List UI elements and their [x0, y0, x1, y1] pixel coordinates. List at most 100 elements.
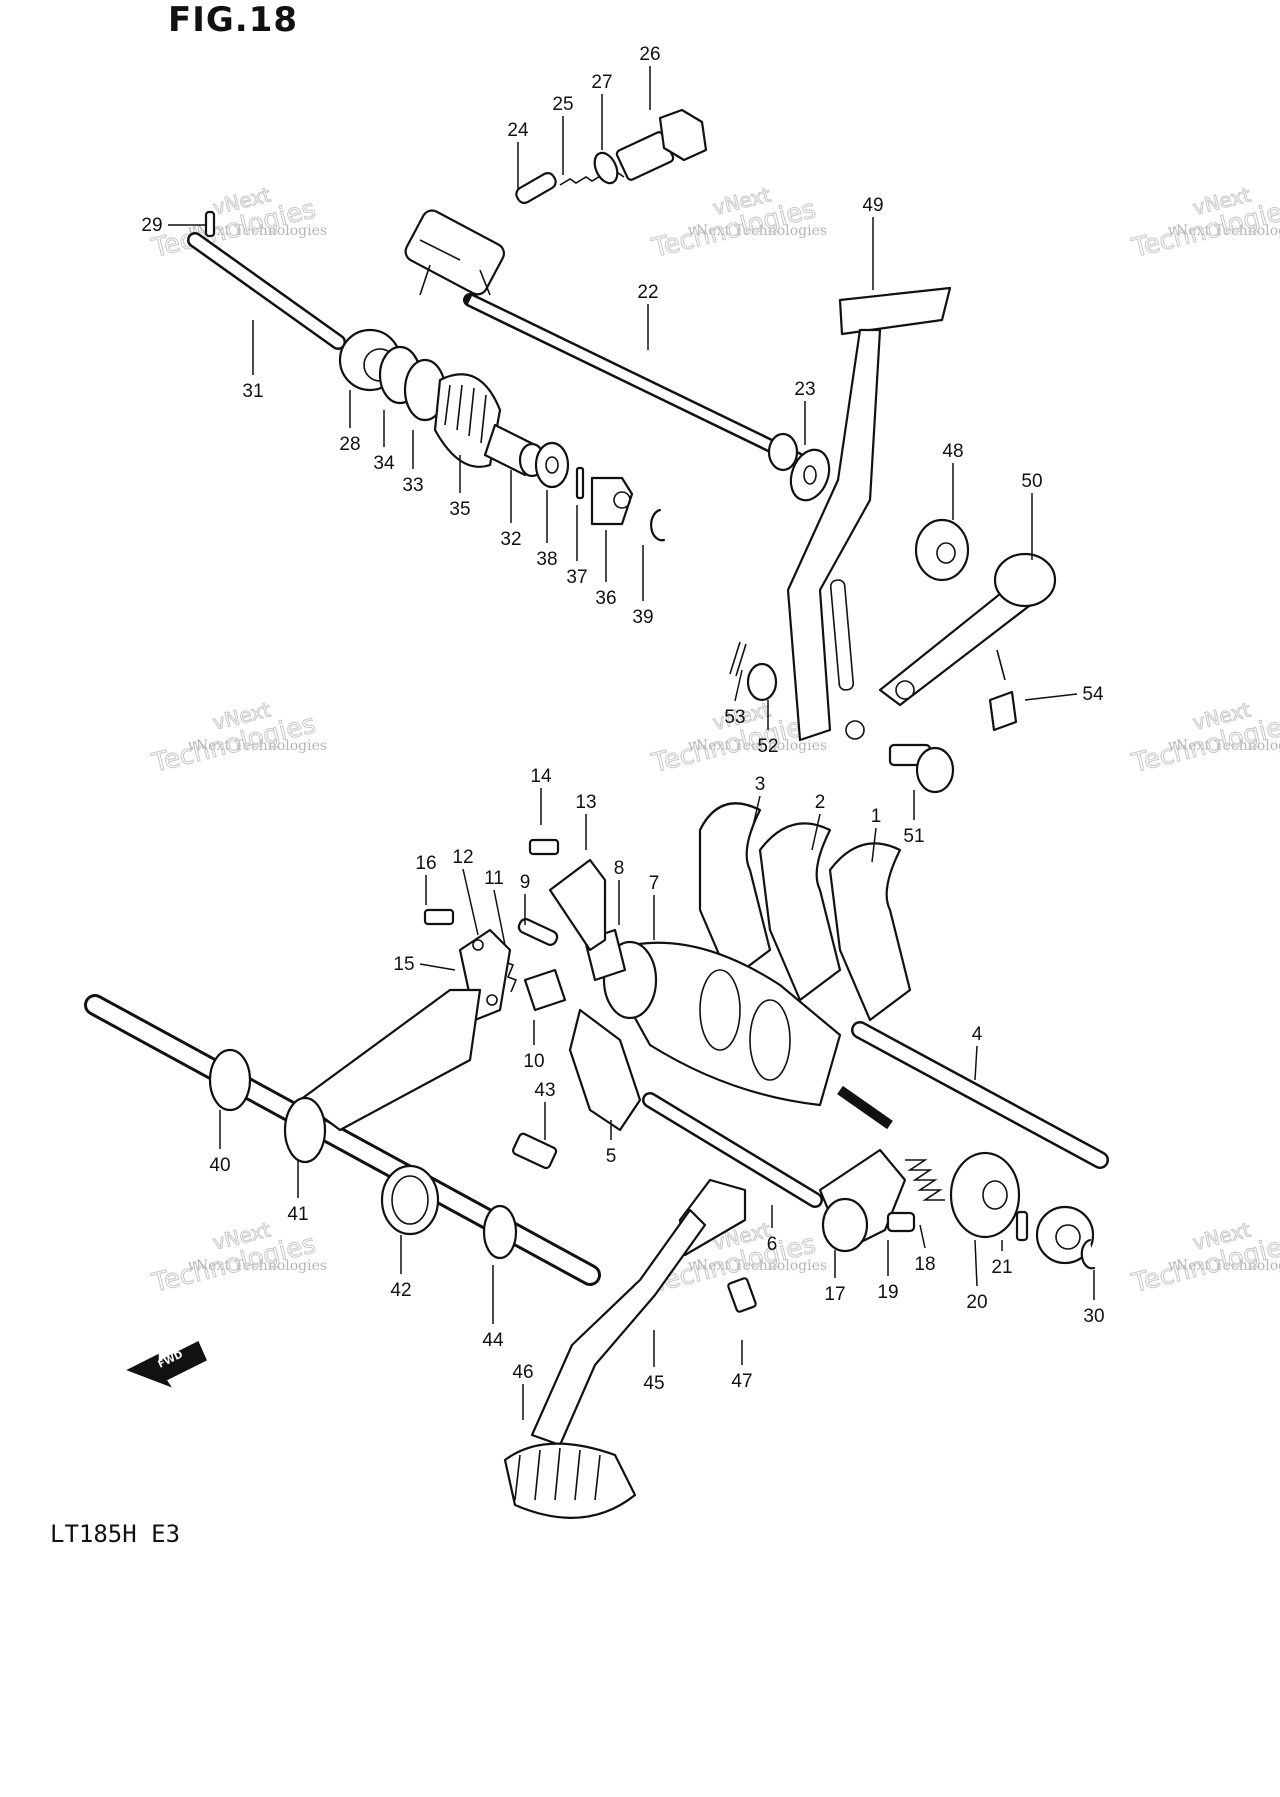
watermark-text: vNext Technologies — [187, 223, 327, 239]
pin-53 — [729, 641, 747, 677]
callout-number: 23 — [794, 379, 815, 400]
callout-number: 25 — [552, 94, 573, 115]
callout-number: 21 — [991, 1257, 1012, 1278]
callout-number: 45 — [643, 1373, 664, 1394]
callout-17: 17 — [824, 1250, 846, 1305]
pedal-rubber-46 — [503, 1442, 637, 1519]
callout-12: 12 — [452, 847, 479, 936]
plate-17 — [818, 1148, 907, 1253]
shift-lever-49 — [786, 286, 952, 742]
shift-arm-41 — [283, 988, 482, 1164]
callout-51: 51 — [903, 790, 925, 847]
shift-lever-45 — [530, 1178, 747, 1447]
callout-number: 40 — [209, 1155, 230, 1176]
callout-number: 53 — [724, 707, 745, 728]
circlip-30 — [1080, 1238, 1096, 1270]
callout-number: 50 — [1021, 471, 1042, 492]
callout-number: 22 — [637, 282, 658, 303]
callout-leader-54 — [1024, 693, 1078, 701]
callout-26: 26 — [639, 44, 661, 110]
callout-number: 33 — [402, 475, 423, 496]
callout-number: 36 — [595, 588, 616, 609]
callout-31: 31 — [242, 320, 264, 402]
shaft-31 — [187, 232, 346, 350]
pin-29-top — [204, 210, 216, 238]
callout-leader-1 — [871, 827, 877, 863]
callout-number: 6 — [767, 1234, 778, 1255]
fork-shaft-4 — [851, 1021, 1109, 1169]
callout-leader-2 — [811, 813, 821, 851]
callout-13: 13 — [575, 792, 597, 850]
callout-number: 31 — [242, 381, 263, 402]
callout-44: 44 — [482, 1265, 504, 1351]
callout-number: 29 — [141, 215, 162, 236]
collar-36 — [590, 476, 634, 526]
callout-48: 48 — [942, 441, 964, 520]
callout-number: 7 — [649, 873, 660, 894]
callout-41: 41 — [287, 1160, 309, 1225]
callout-40: 40 — [209, 1110, 231, 1176]
callout-11: 11 — [484, 868, 506, 946]
callout-37: 37 — [566, 505, 588, 588]
callout-8: 8 — [614, 858, 625, 925]
callout-number: 48 — [942, 441, 963, 462]
callout-42: 42 — [390, 1235, 412, 1301]
callout-10: 10 — [523, 1020, 545, 1072]
callout-number: 41 — [287, 1204, 308, 1225]
callout-number: 43 — [534, 1080, 555, 1101]
circlip-39 — [650, 508, 666, 542]
watermark-text: vNext Technologies — [1167, 738, 1280, 754]
callout-38: 38 — [536, 490, 558, 570]
watermark-text: vNext Technologies — [187, 1258, 327, 1274]
callout-number: 8 — [614, 858, 625, 879]
bolt-26 — [615, 108, 708, 181]
callout-number: 51 — [903, 826, 924, 847]
shift-shaft-22 — [404, 209, 807, 472]
callout-2: 2 — [811, 792, 826, 851]
callout-number: 18 — [914, 1254, 935, 1275]
callout-number: 17 — [824, 1284, 845, 1305]
callout-23: 23 — [794, 379, 816, 445]
callout-9: 9 — [520, 872, 530, 925]
callout-number: 54 — [1082, 684, 1104, 705]
callout-43: 43 — [534, 1080, 556, 1140]
callout-21: 21 — [991, 1240, 1013, 1278]
callout-number: 14 — [530, 766, 552, 787]
callout-25: 25 — [552, 94, 574, 175]
callout-number: 49 — [862, 195, 883, 216]
callout-number: 44 — [482, 1330, 504, 1351]
callout-30: 30 — [1083, 1270, 1105, 1327]
callout-52: 52 — [757, 700, 779, 757]
callout-19: 19 — [877, 1240, 899, 1303]
watermark-text: vNext Technologies — [687, 1258, 827, 1274]
callout-3: 3 — [751, 774, 766, 831]
watermark-text: vNext Technologies — [687, 738, 827, 754]
callout-number: 13 — [575, 792, 596, 813]
callout-number: 35 — [449, 499, 470, 520]
callout-number: 2 — [815, 792, 826, 813]
washer-27 — [593, 151, 619, 185]
pin-24 — [515, 172, 557, 204]
callout-number: 3 — [755, 774, 766, 795]
fwd-arrow-icon: FWD — [126, 1340, 207, 1388]
callout-7: 7 — [649, 873, 660, 940]
callout-number: 1 — [871, 806, 882, 827]
callout-number: 32 — [500, 529, 521, 550]
callout-leader-12 — [462, 868, 479, 936]
callout-number: 15 — [393, 954, 414, 975]
washer-23 — [789, 448, 831, 502]
callout-39: 39 — [632, 545, 654, 628]
callout-leader-4 — [974, 1045, 978, 1081]
callout-number: 47 — [731, 1371, 752, 1392]
callout-number: 26 — [639, 44, 660, 65]
callout-46: 46 — [512, 1362, 534, 1420]
callout-35: 35 — [449, 455, 471, 520]
callout-27: 27 — [591, 72, 613, 150]
screw-14 — [528, 838, 560, 856]
fork-shaft-6 — [642, 1092, 823, 1208]
